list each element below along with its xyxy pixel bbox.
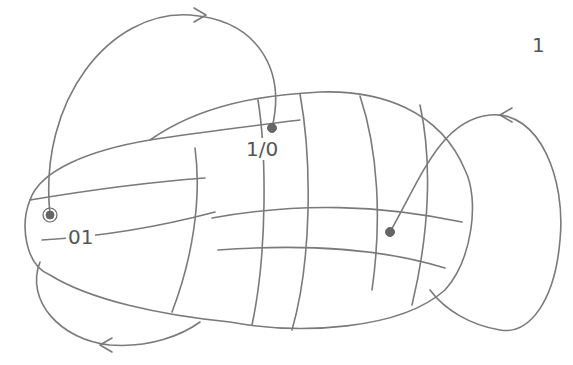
base-point-ring [43,208,57,222]
surface-outline [25,92,472,329]
arrowhead [194,8,206,22]
arrowhead [500,108,512,122]
point-label: 01 [66,226,95,248]
base-point [46,211,54,219]
band-edge [172,148,197,312]
point-label: 1 [530,34,547,56]
base-point [268,124,277,133]
band-edge [150,120,300,140]
band-edge [412,105,428,305]
orbit-loop [390,115,561,331]
base-point [386,228,395,237]
band-edge [218,247,445,268]
band-edge [30,178,205,200]
orbit-loop [36,262,200,345]
orbit-loop [49,15,276,215]
band-edge [360,96,377,290]
point-label: 1/0 [244,138,280,160]
band-edge [212,207,462,222]
arrowhead [100,338,112,352]
band-edge [292,94,308,330]
